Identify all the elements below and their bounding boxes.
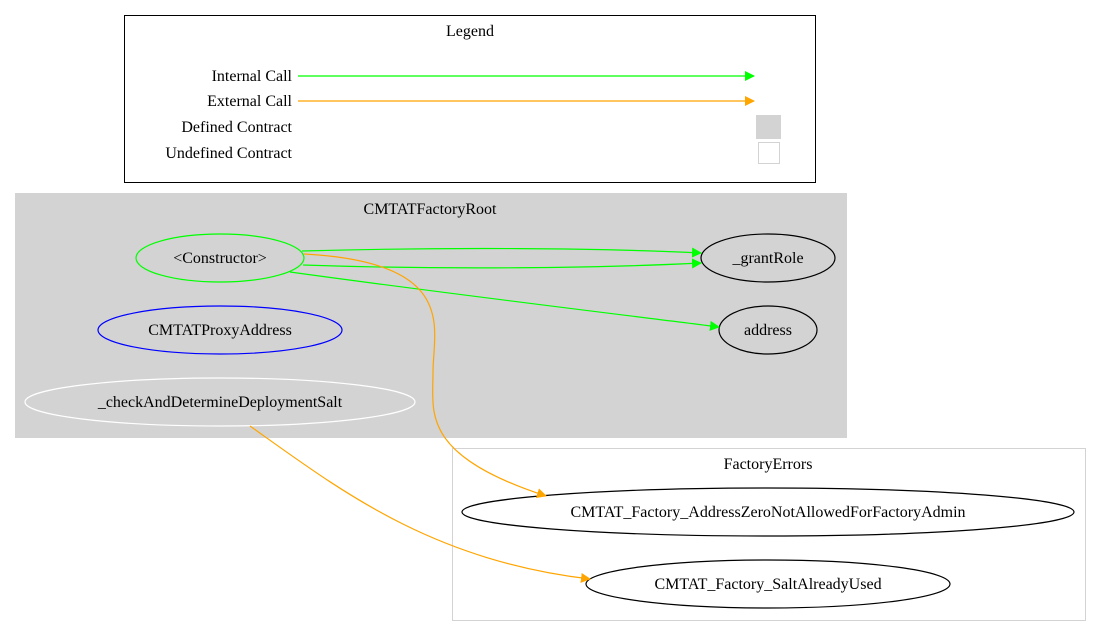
cluster-root-title: CMTATFactoryRoot (364, 201, 497, 218)
node-address-label: address (744, 322, 792, 339)
edge-constructor-to-grant-role-1 (301, 247, 702, 258)
edge-constructor-to-address-zero-error (303, 253, 547, 498)
edge-constructor-to-grant-role-2 (302, 258, 702, 269)
edge-check-salt-to-salt-used-error (249, 425, 591, 583)
legend-title: Legend (446, 23, 494, 40)
cluster-cmtat-factory-root: CMTATFactoryRoot <Constructor> CMTATProx… (15, 193, 847, 438)
node-proxy-address[interactable] (97, 305, 343, 355)
node-check-salt[interactable] (24, 377, 416, 427)
cluster-errors-title: FactoryErrors (724, 456, 813, 473)
cluster-errors-box (452, 448, 1086, 621)
cluster-factory-errors: FactoryErrors CMTAT_Factory_AddressZeroN… (452, 448, 1086, 621)
legend-defined-contract-label: Defined Contract (181, 119, 292, 136)
node-constructor-label: <Constructor> (173, 250, 267, 267)
legend-defined-contract-swatch (756, 115, 781, 139)
node-salt-used-error[interactable] (585, 559, 951, 609)
node-proxy-address-label: CMTATProxyAddress (148, 322, 292, 339)
legend-undefined-contract-label: Undefined Contract (165, 145, 292, 162)
legend-box (124, 15, 816, 183)
node-salt-used-error-label: CMTAT_Factory_SaltAlreadyUsed (654, 576, 881, 593)
node-constructor[interactable] (135, 233, 305, 283)
legend-external-call-label: External Call (207, 93, 292, 110)
edge-constructor-to-address (289, 271, 720, 331)
legend: Legend Internal Call External Call Defin… (124, 15, 816, 183)
node-grant-role-label: _grantRole (731, 250, 803, 267)
node-address-zero-error[interactable] (461, 487, 1075, 537)
legend-undefined-contract-swatch (758, 142, 780, 164)
legend-internal-call-label: Internal Call (212, 68, 293, 85)
node-address-zero-error-label: CMTAT_Factory_AddressZeroNotAllowedForFa… (570, 504, 965, 521)
cluster-root-background (15, 193, 847, 438)
node-check-salt-label: _checkAndDetermineDeploymentSalt (97, 394, 343, 411)
edges (249, 247, 720, 583)
node-grant-role[interactable] (700, 233, 836, 283)
